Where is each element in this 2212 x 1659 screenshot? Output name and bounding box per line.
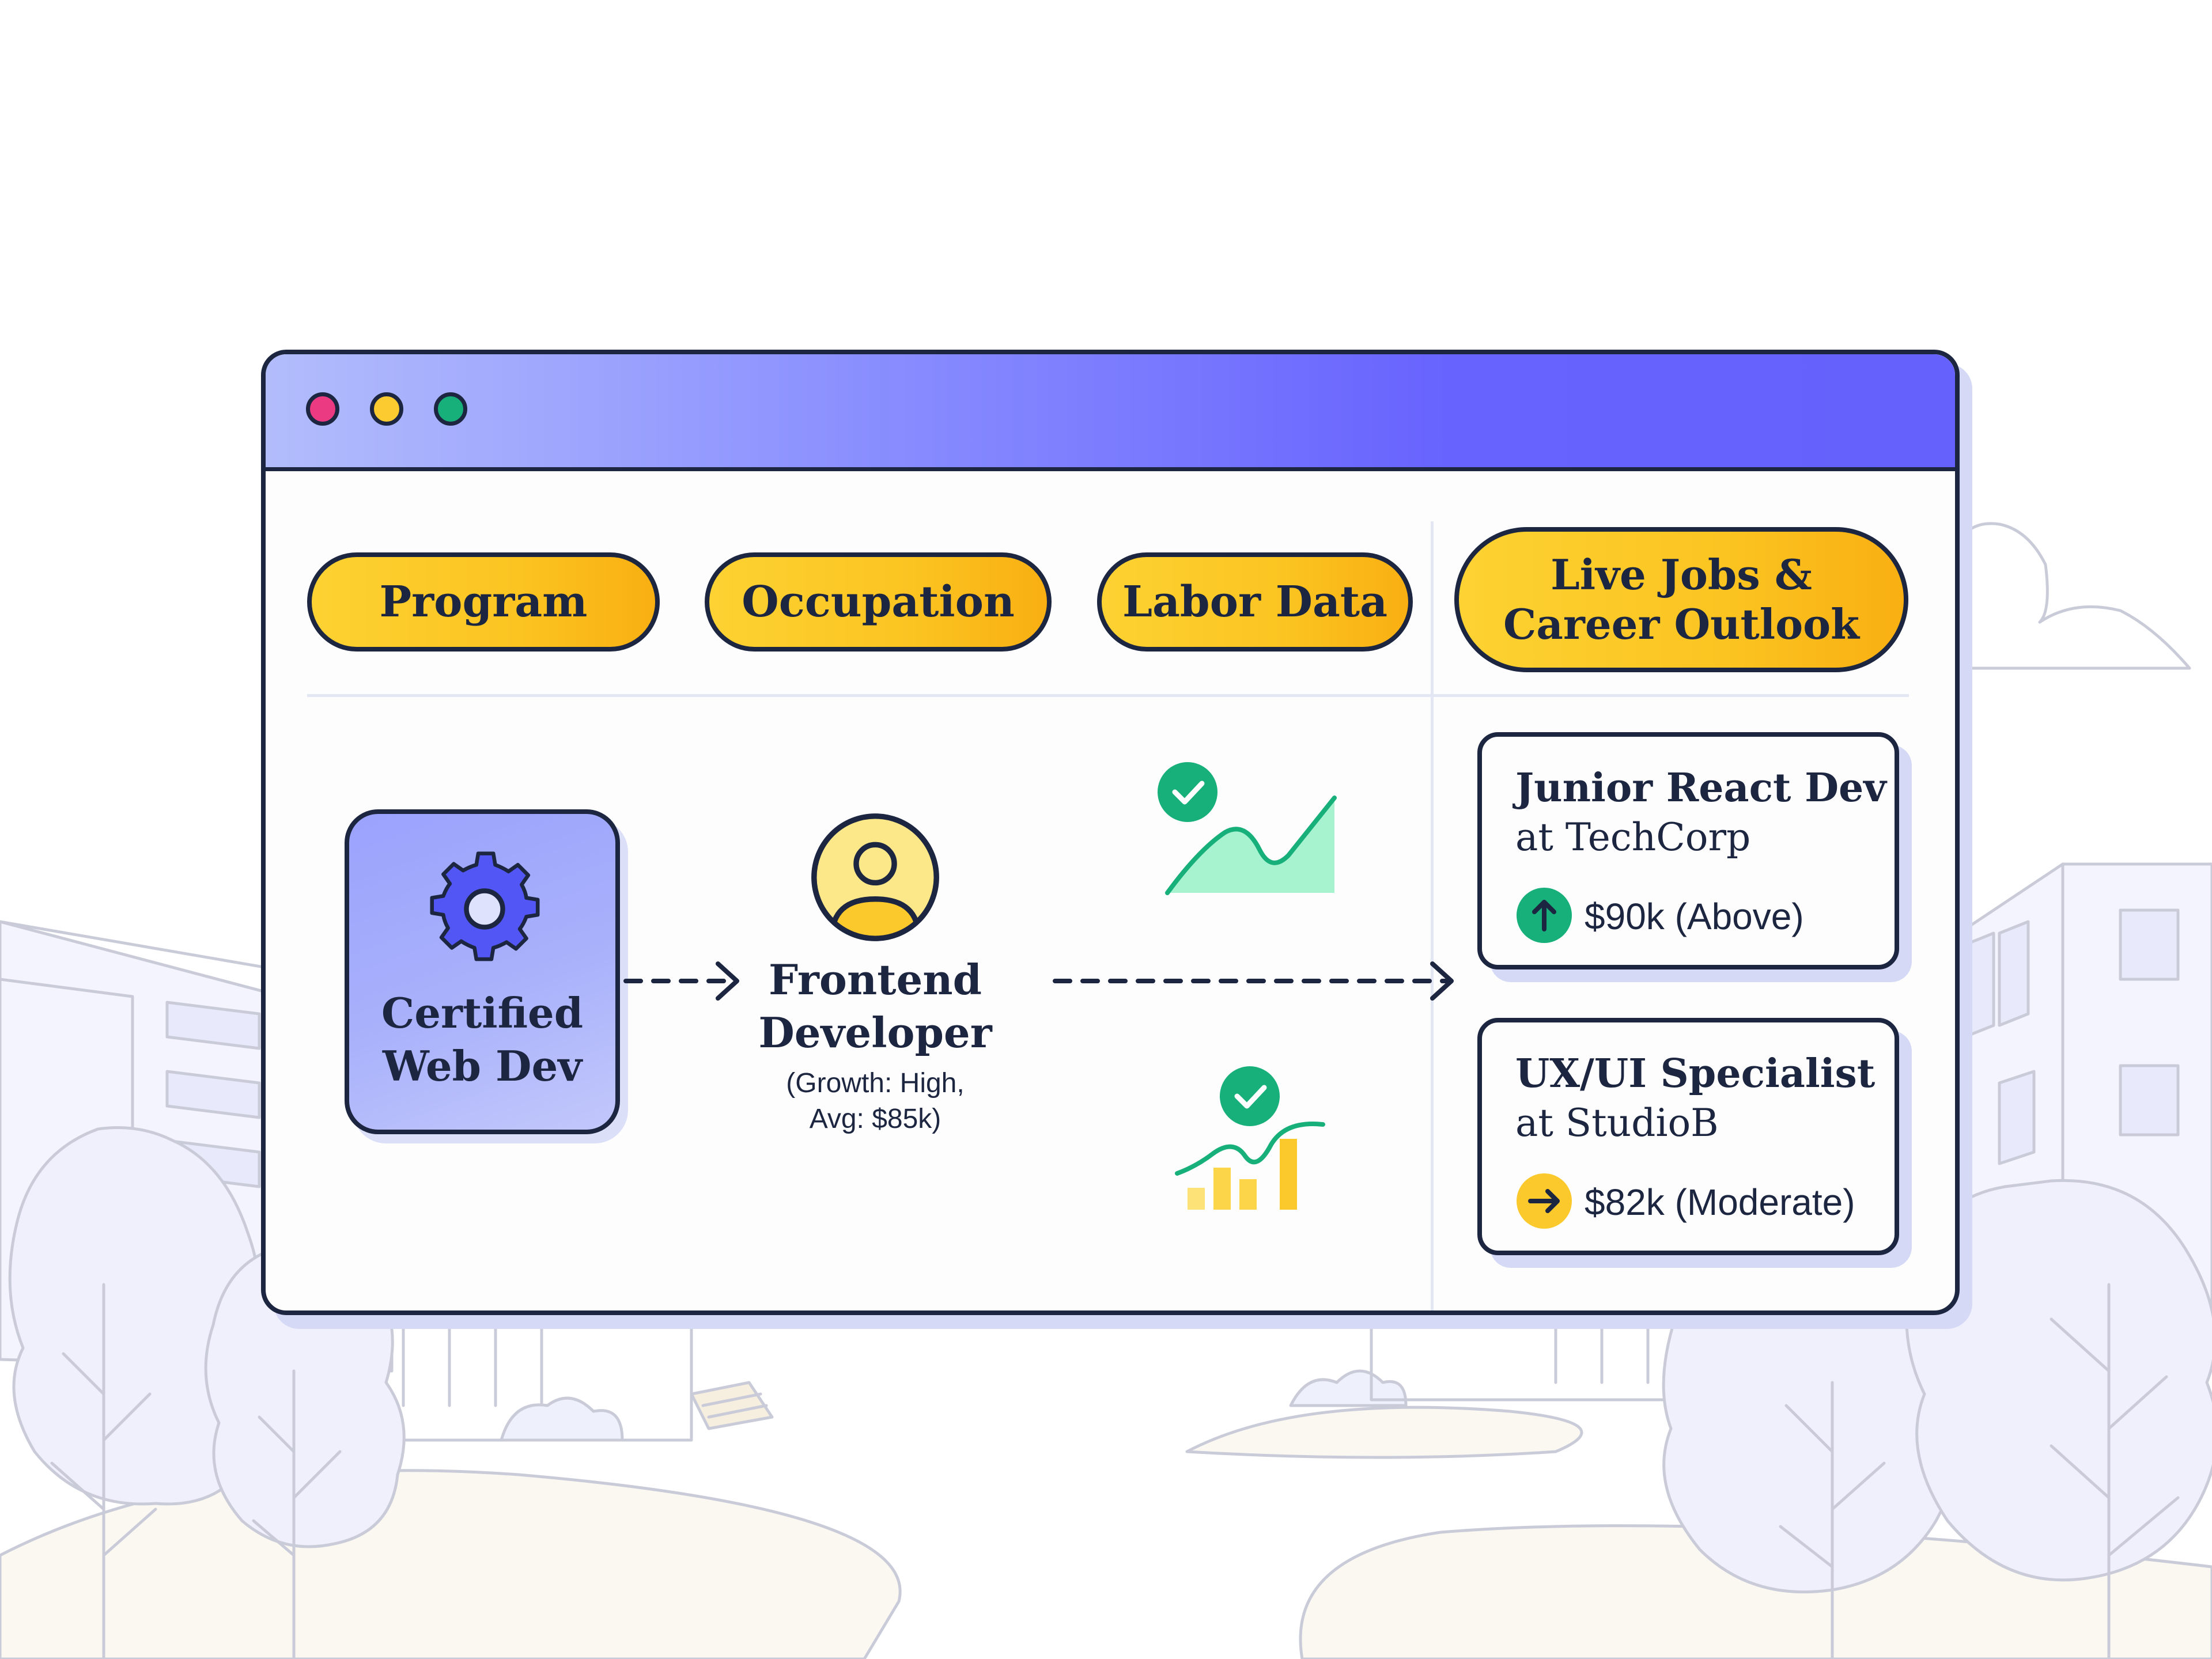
column-header-occupation: Occupation — [705, 552, 1052, 652]
header-divider — [307, 694, 1909, 697]
job-title: Junior React Dev — [1515, 765, 1886, 811]
column-divider — [1431, 521, 1434, 1310]
occupation-stats: (Growth: High, Avg: $85k) — [786, 1068, 965, 1134]
arrow-right-icon — [1517, 1173, 1572, 1229]
occupation-title: Frontend Developer — [758, 955, 992, 1057]
column-header-labor-data: Labor Data — [1097, 552, 1413, 652]
job-company: at TechCorp — [1515, 815, 1751, 859]
bar-chart-icon — [1175, 1122, 1325, 1210]
column-header-program: Program — [307, 552, 660, 652]
column-header-occupation-label: Occupation — [742, 577, 1015, 627]
labor-data-charts — [1158, 762, 1337, 1210]
maximize-window-dot[interactable] — [434, 392, 467, 426]
arrow-up-icon — [1517, 888, 1572, 943]
area-chart-icon — [1165, 796, 1337, 895]
arrow-program-to-occupation-head — [716, 961, 739, 1001]
job-card[interactable]: Junior React Dev at TechCorp $90k (Above… — [1477, 732, 1899, 969]
arrow-occupation-to-jobs-head — [1430, 961, 1454, 1001]
job-salary: $90k (Above) — [1585, 896, 1804, 937]
program-card[interactable]: Certified Web Dev — [345, 809, 620, 1134]
job-company: at StudioB — [1515, 1101, 1719, 1145]
job-salary: $82k (Moderate) — [1585, 1181, 1855, 1223]
program-name: Certified Web Dev — [381, 988, 584, 1090]
job-title: UX/UI Specialist — [1515, 1051, 1876, 1097]
close-window-dot[interactable] — [306, 392, 339, 426]
check-icon — [1158, 762, 1217, 822]
window-titlebar — [266, 354, 1955, 471]
job-card[interactable]: UX/UI Specialist at StudioB $82k (Modera… — [1477, 1018, 1899, 1255]
check-icon — [1220, 1066, 1280, 1126]
column-header-labor-data-label: Labor Data — [1122, 577, 1388, 627]
column-header-live-jobs-label: Live Jobs & Career Outlook — [1503, 550, 1860, 649]
column-header-live-jobs: Live Jobs & Career Outlook — [1454, 527, 1908, 672]
flow-arrows — [623, 961, 1454, 1001]
gear-icon — [430, 851, 540, 961]
app-window: Program Occupation Labor Data Live Jobs … — [261, 350, 1960, 1315]
column-header-program-label: Program — [379, 577, 588, 627]
minimize-window-dot[interactable] — [370, 392, 403, 426]
user-avatar-icon — [811, 813, 939, 941]
